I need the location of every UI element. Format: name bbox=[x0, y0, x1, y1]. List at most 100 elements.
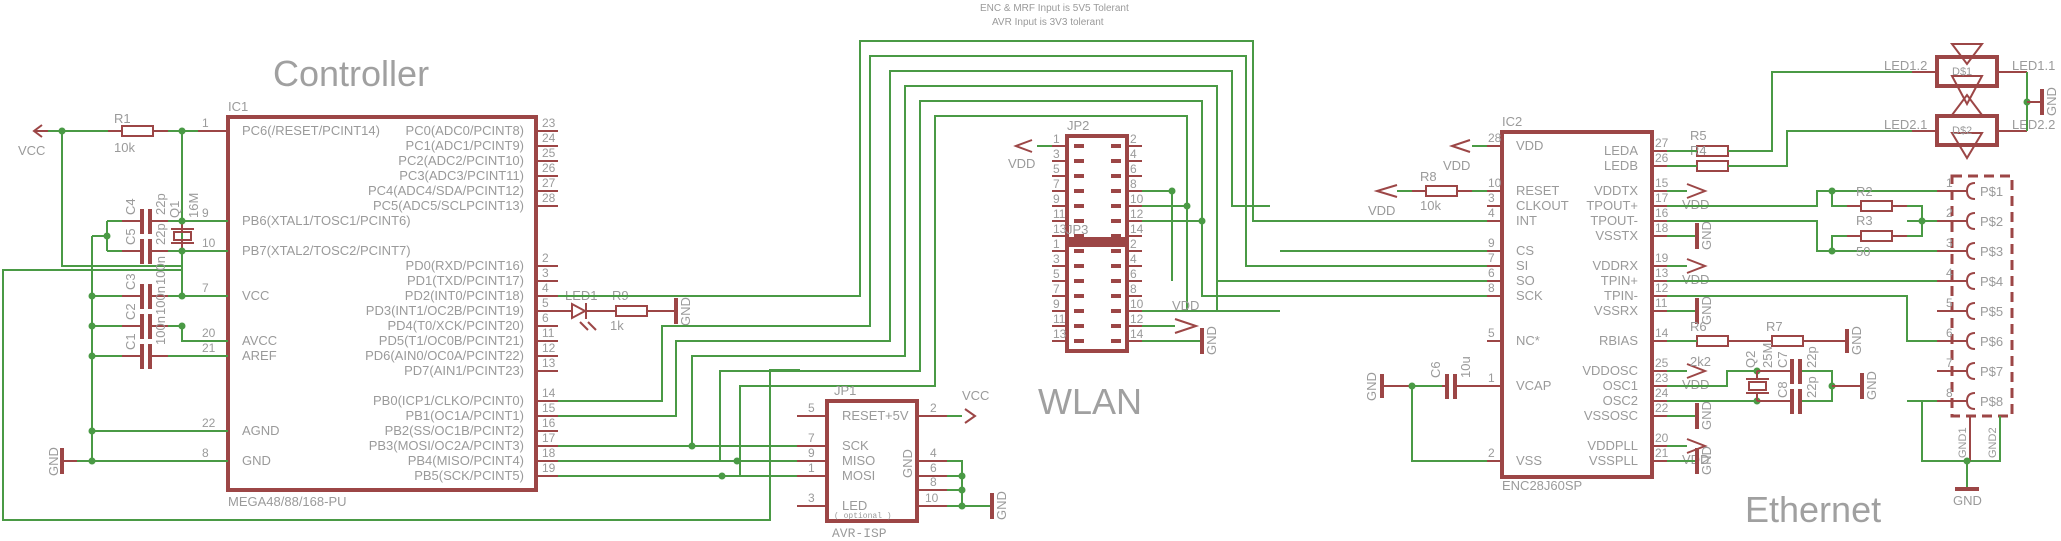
pin-number: 24 bbox=[542, 131, 556, 145]
r3-resistor bbox=[1860, 230, 1893, 242]
pin-pad bbox=[1111, 204, 1121, 208]
pin-number: 9 bbox=[1488, 236, 1495, 250]
pin-number: 6 bbox=[930, 461, 937, 475]
wire-tpout-minus bbox=[1667, 220, 1950, 252]
pin-name: VDDPLL bbox=[1587, 438, 1638, 453]
pin-number: 21 bbox=[1655, 446, 1669, 460]
ic2-symbol: IC2 ENC28J60SP bbox=[1500, 114, 1654, 493]
c4-value: 22p bbox=[153, 193, 168, 215]
c2-ref: C2 bbox=[123, 303, 138, 320]
r9-resistor bbox=[615, 305, 648, 317]
pin-number: 23 bbox=[1655, 371, 1669, 385]
pin-name: PC3(ADC3/PCINT11) bbox=[399, 168, 524, 183]
junction bbox=[178, 292, 186, 300]
c4-plate bbox=[148, 209, 152, 234]
contact-icon bbox=[1965, 332, 1976, 350]
c6-ref: C6 bbox=[1428, 361, 1443, 378]
pin-number: 4 bbox=[1130, 252, 1137, 266]
pin-number: 3 bbox=[542, 266, 549, 280]
pin-number: 18 bbox=[542, 446, 556, 460]
jp1-ref: JP1 bbox=[834, 383, 856, 398]
ic2-body bbox=[1500, 130, 1654, 479]
wire bbox=[947, 460, 963, 506]
pin-name: PC0(ADC0/PCINT8) bbox=[406, 123, 524, 138]
pin-number: 8 bbox=[1130, 177, 1137, 191]
pin-number: 2 bbox=[1488, 446, 1495, 460]
pin-number: 25 bbox=[542, 146, 556, 160]
c8-ref: C8 bbox=[1775, 381, 1790, 398]
pin-name: SCK bbox=[1516, 288, 1543, 303]
pin-number: 16 bbox=[1655, 206, 1669, 220]
led1-light-arrow bbox=[579, 321, 589, 331]
pin-number: 1 bbox=[202, 116, 209, 130]
pin-number: 1 bbox=[1488, 371, 1495, 385]
pin-name: PB0(ICP1/CLKO/PCINT0) bbox=[373, 393, 524, 408]
pin-name: OSC2 bbox=[1603, 393, 1638, 408]
c7-ref: C7 bbox=[1775, 351, 1790, 368]
pin-note-optional: ( optional ) bbox=[834, 512, 892, 521]
c4-plate bbox=[140, 209, 144, 234]
pin-number: 5 bbox=[542, 296, 549, 310]
r2-resistor bbox=[1860, 200, 1893, 212]
decoupling-caps: C3 C2 C1 100n 100n 100n GND bbox=[46, 256, 228, 476]
pin-name: PB6(XTAL1/TOSC1/PCINT6) bbox=[242, 213, 411, 228]
pin-name: NC* bbox=[1516, 333, 1540, 348]
wire bbox=[1921, 401, 2001, 462]
rj45-jack: 1P$12P$23P$34P$45P$56P$67P$78P$8 GND GND… bbox=[1907, 174, 2014, 508]
c2-plate bbox=[140, 314, 144, 339]
gnd-label: GND bbox=[1204, 326, 1219, 355]
pin-number: 1 bbox=[1946, 176, 1953, 190]
pin-name: PD0(RXD/PCINT16) bbox=[406, 258, 524, 273]
pin-name-miso: MISO bbox=[842, 453, 875, 468]
led2-1-label: LED2.1 bbox=[1884, 117, 1927, 132]
vdd-arrow-icon bbox=[1013, 139, 1033, 153]
pin-name: TPIN+ bbox=[1601, 273, 1638, 288]
r8-resistor bbox=[1425, 185, 1458, 197]
c3-plate bbox=[148, 284, 152, 309]
pin-pad bbox=[1074, 339, 1084, 343]
pin-number: 8 bbox=[202, 446, 209, 460]
pin-number: 8 bbox=[930, 475, 937, 489]
r3-ref: R3 bbox=[1856, 213, 1873, 228]
c6-value: 10u bbox=[1458, 356, 1473, 378]
pin-name: P$1 bbox=[1980, 184, 2003, 199]
pin-pad bbox=[1074, 219, 1084, 223]
junction bbox=[688, 442, 696, 450]
vcc-arrow-icon bbox=[964, 408, 977, 424]
gnd-label: GND bbox=[1699, 446, 1714, 475]
pin-number: 3 bbox=[1053, 252, 1060, 266]
jp3-ref: JP3 bbox=[1066, 222, 1088, 237]
pin-number: 9 bbox=[1053, 297, 1060, 311]
vdd-arrow-icon bbox=[1686, 258, 1708, 274]
led2-2-label: LED2.2 bbox=[2012, 117, 2055, 132]
pin-number: 24 bbox=[1655, 386, 1669, 400]
led-d1-label: D$1 bbox=[1952, 66, 1972, 78]
vdd-arrow-icon bbox=[1686, 183, 1708, 199]
r2-ref: R2 bbox=[1856, 184, 1873, 199]
pin-number: 3 bbox=[808, 491, 815, 505]
vdd-label: VDD bbox=[1008, 156, 1035, 171]
pin-number: 11 bbox=[1053, 207, 1066, 221]
vdd-arrow-icon bbox=[1686, 363, 1708, 379]
junction bbox=[958, 472, 966, 480]
note-line-2: AVR Input is 3V3 tolerant bbox=[992, 17, 1104, 28]
pin-number: 4 bbox=[930, 446, 937, 460]
pin-name: AREF bbox=[242, 348, 277, 363]
led-triangle-icon bbox=[1950, 132, 1984, 160]
led-triangle-icon bbox=[1950, 43, 1984, 66]
pin-name: P$8 bbox=[1980, 394, 2003, 409]
pin-number: 8 bbox=[1946, 386, 1953, 400]
pin-name: VSS bbox=[1516, 453, 1542, 468]
pin-number: 6 bbox=[1130, 162, 1137, 176]
gnd-label: GND bbox=[2044, 87, 2059, 116]
rj45-leds: LED1.2 LED1.1 LED2.1 LED2.2 D$1 D$2 GND bbox=[1884, 43, 2059, 160]
pin-pad bbox=[1074, 234, 1084, 238]
c3-value: 100n bbox=[153, 256, 168, 285]
pin-number: 12 bbox=[1655, 281, 1669, 295]
pin-pad bbox=[1111, 189, 1121, 193]
r1-ref: R1 bbox=[114, 111, 131, 126]
c2-plate bbox=[148, 314, 152, 339]
pin-number: 27 bbox=[1655, 136, 1669, 150]
vdd-arrow-icon bbox=[1448, 139, 1471, 153]
